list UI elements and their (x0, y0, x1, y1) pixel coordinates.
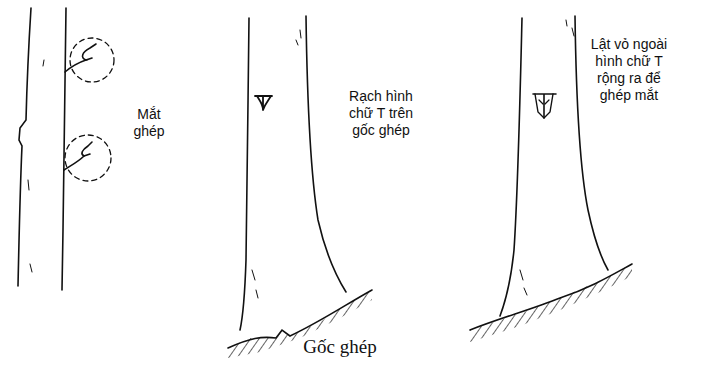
scion-stem (18, 8, 114, 290)
part-label: Mắt ghép (124, 106, 174, 140)
step-label: Lật vỏ ngoài hình chữ T rộng ra để ghép … (590, 36, 668, 104)
figure-caption: Gốc ghép (290, 336, 390, 358)
step-label: Rạch hình chữ T trên gốc ghép (340, 88, 422, 139)
rootstock-trunk (228, 16, 372, 358)
